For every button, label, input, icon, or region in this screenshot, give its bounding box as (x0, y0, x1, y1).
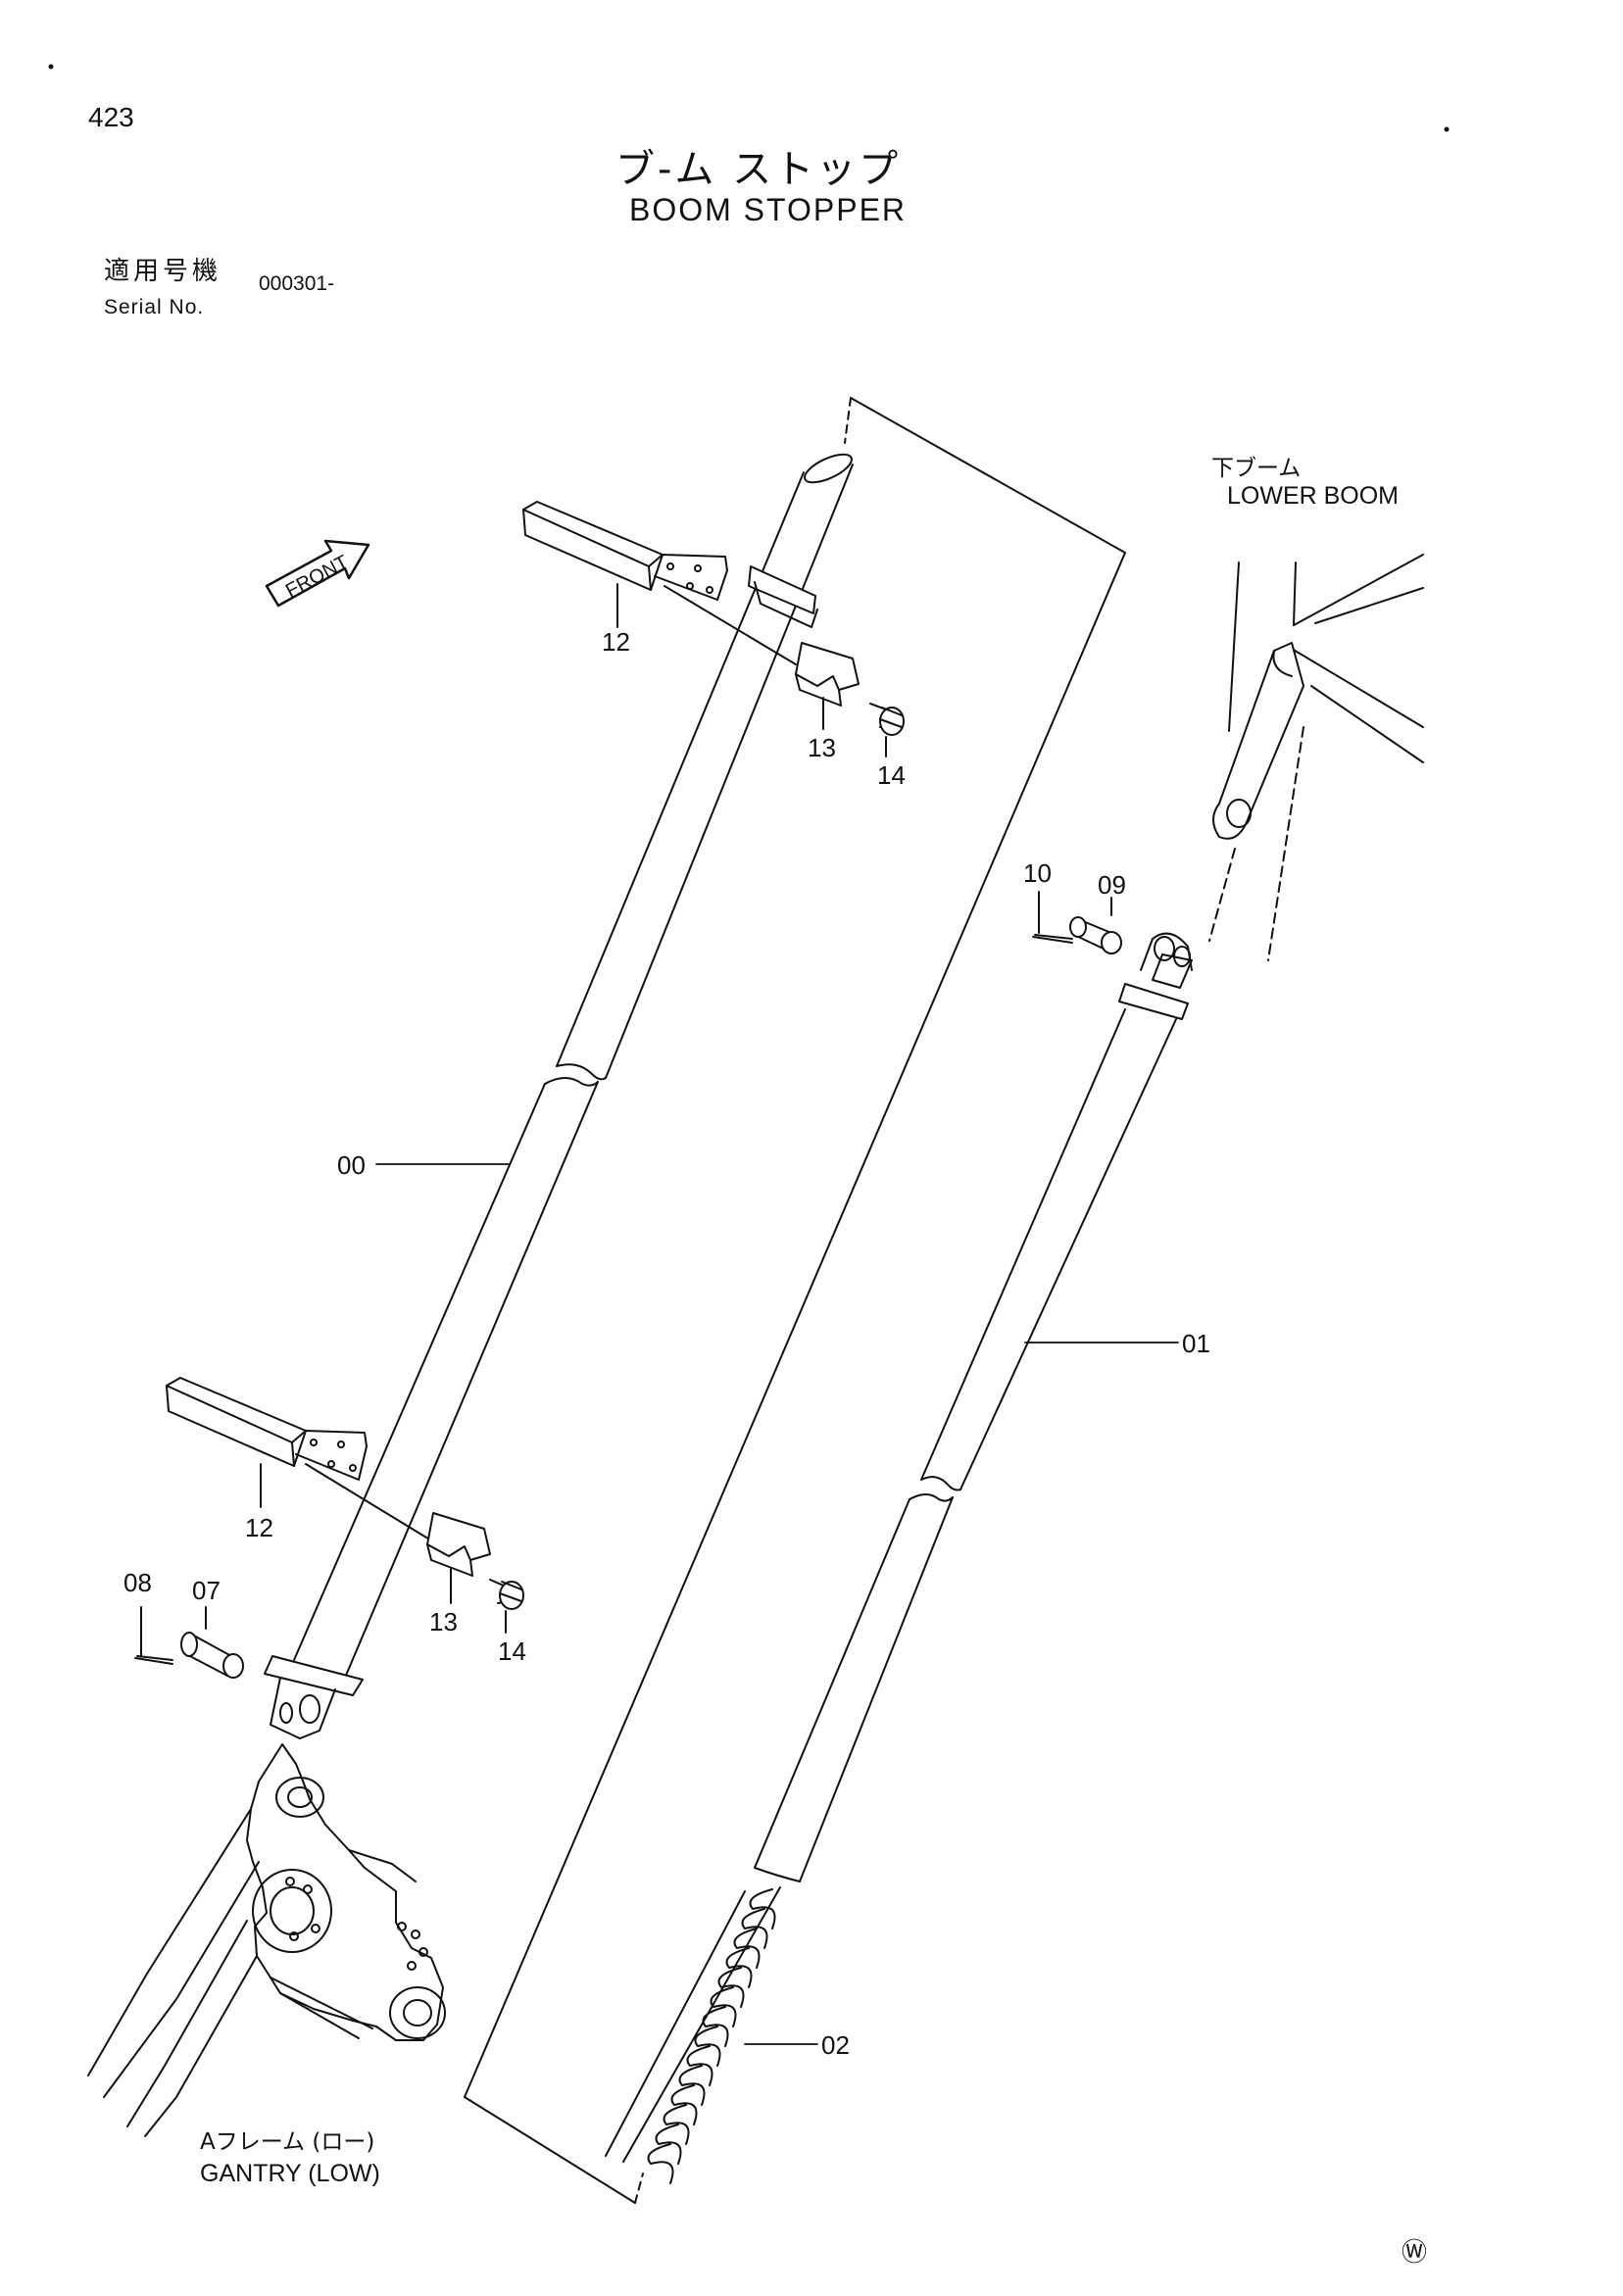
rod-00-clevis (264, 1655, 364, 1739)
serial-label-english: Serial No. (104, 296, 205, 318)
lower-boom-label-english: LOWER BOOM (1227, 482, 1400, 510)
callout-01: 01 (1182, 1329, 1210, 1358)
clip-13-bottom (426, 1512, 491, 1604)
bracket-12-top (522, 501, 797, 665)
title-english: BOOM STOPPER (629, 192, 908, 227)
cotter-pin-10 (1032, 891, 1073, 944)
title-japanese: ブ-ム ストップ (615, 147, 902, 192)
callout-13-bottom: 13 (429, 1607, 458, 1637)
callout-07: 07 (192, 1576, 221, 1605)
gantry-label-japanese: Aフレーム (ロー) (200, 2129, 375, 2155)
callout-08: 08 (123, 1568, 152, 1597)
rod-01 (754, 932, 1193, 1882)
serial-label-japanese: 適用号機 (104, 257, 222, 286)
clip-13-top (795, 642, 860, 730)
callout-10: 10 (1023, 858, 1052, 888)
page-number: 423 (88, 102, 134, 132)
gantry-frame (87, 1743, 446, 2137)
callout-14-bottom: 14 (498, 1637, 526, 1666)
bolt-14-bottom (489, 1579, 524, 1634)
pin-09 (1069, 897, 1122, 954)
callout-14-top: 14 (877, 760, 906, 790)
pin-07 (180, 1606, 244, 1679)
callout-00: 00 (337, 1150, 366, 1180)
spring-02 (605, 1886, 781, 2184)
front-arrow-icon: FRONT (265, 539, 370, 608)
callout-12-top: 12 (602, 627, 630, 657)
callout-09: 09 (1098, 870, 1126, 900)
callout-12-bottom: 12 (245, 1513, 273, 1542)
serial-number-value: 000301- (259, 272, 335, 295)
leader-lines (375, 1163, 1179, 2045)
cotter-pin-08 (134, 1606, 173, 1665)
bolt-14-top (869, 703, 905, 757)
callout-13-top: 13 (808, 733, 836, 762)
corner-mark: Ⓦ (1402, 2238, 1428, 2268)
assembly-bracket-outline (464, 397, 1126, 2204)
lower-boom-label-japanese: 下ブーム (1211, 456, 1302, 481)
bracket-12-bottom (166, 1377, 432, 1541)
rod-00 (293, 453, 854, 1679)
callout-02: 02 (821, 2030, 850, 2060)
gantry-label-english: GANTRY (LOW) (200, 2160, 380, 2187)
lower-boom (1208, 554, 1424, 961)
rod-clip-top (748, 565, 818, 628)
